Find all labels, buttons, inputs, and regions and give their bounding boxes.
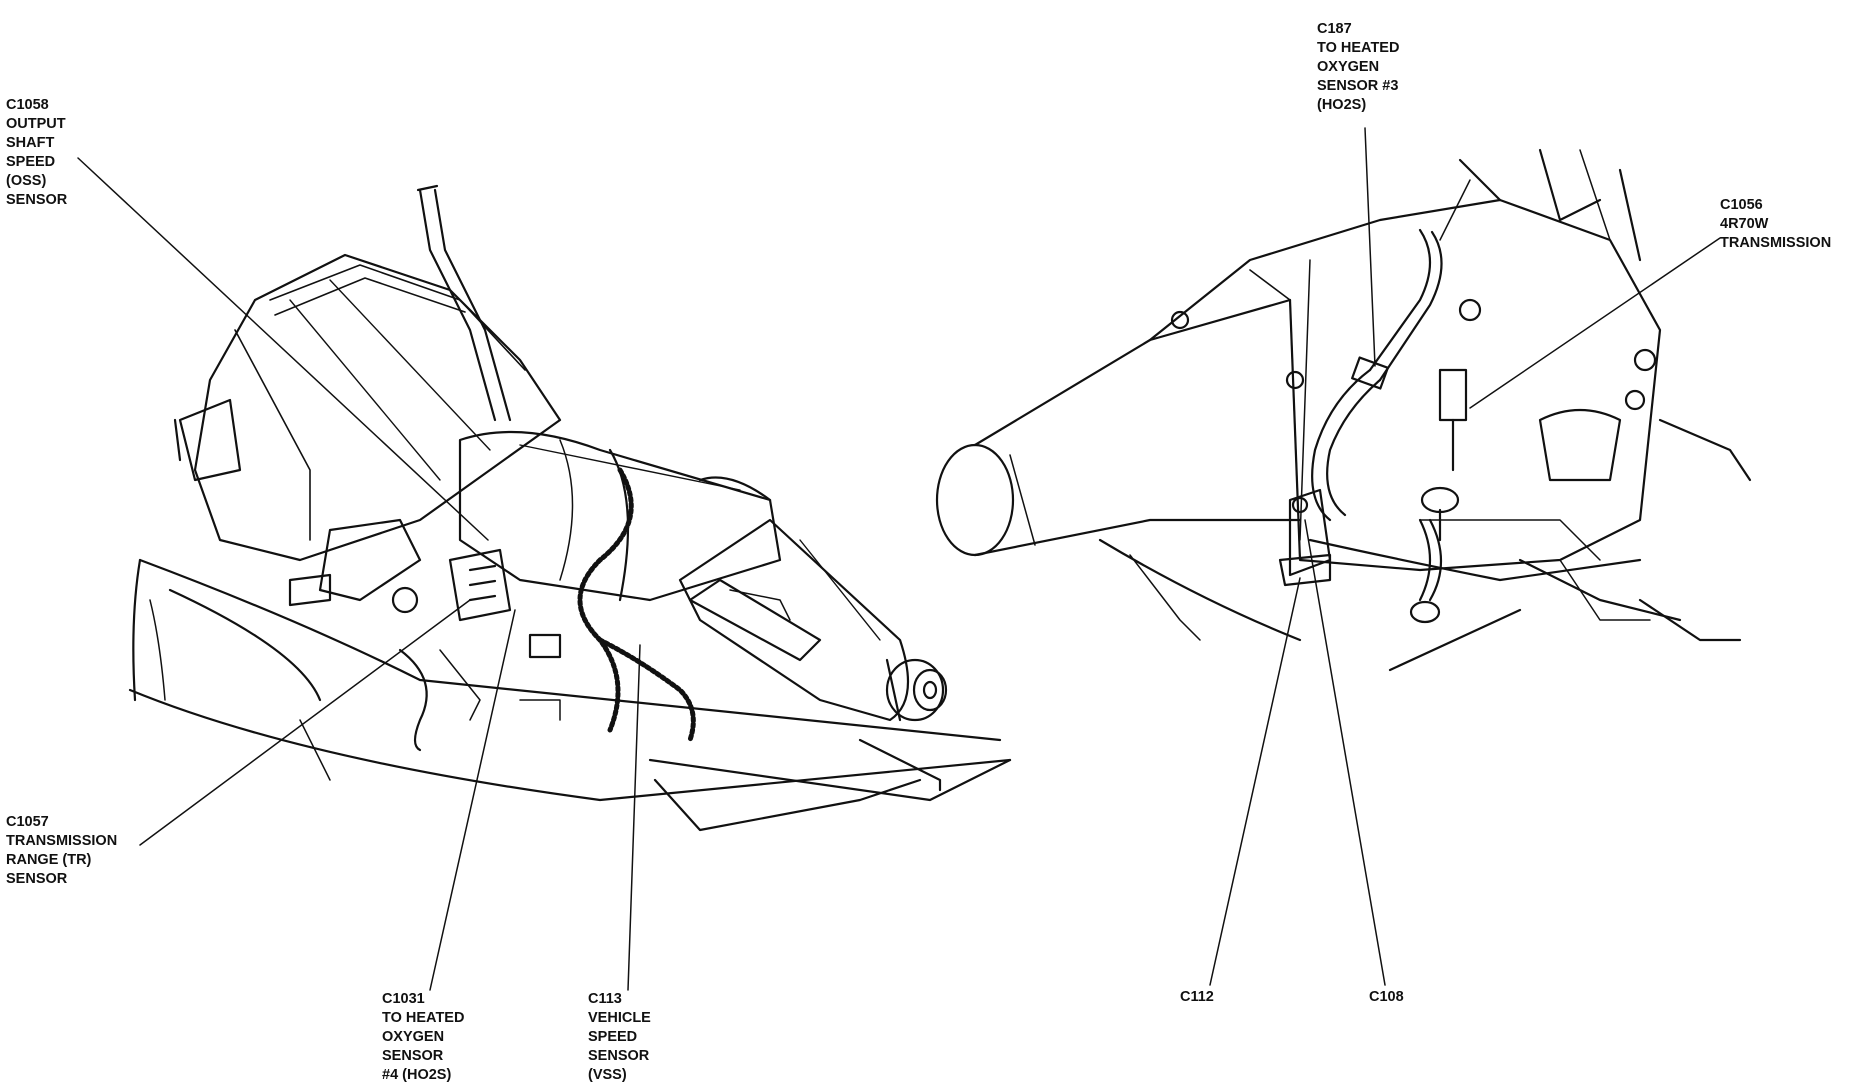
callout-line: #4 (HO2S) bbox=[382, 1067, 452, 1083]
callout-line: (OSS) bbox=[6, 173, 47, 189]
callout-c1057-transmission-range-sensor: C1057 TRANSMISSION RANGE (TR) SENSOR bbox=[6, 813, 117, 889]
callout-c1058-output-shaft-speed-sensor: C1058 OUTPUT SHAFT SPEED (OSS) SENSOR bbox=[6, 96, 67, 210]
callout-line: SENSOR #3 bbox=[1317, 78, 1399, 94]
callout-c187-heated-oxygen-sensor-3: C187 TO HEATED OXYGEN SENSOR #3 (HO2S) bbox=[1317, 20, 1399, 115]
callout-line: RANGE (TR) bbox=[6, 852, 92, 868]
callout-line: C1056 bbox=[1720, 197, 1763, 213]
callout-line: VEHICLE bbox=[588, 1010, 651, 1026]
callout-line: TRANSMISSION bbox=[6, 833, 118, 849]
callout-line: SENSOR bbox=[588, 1048, 650, 1064]
callout-line: OXYGEN bbox=[1317, 59, 1380, 75]
callout-line: TO HEATED bbox=[382, 1010, 465, 1026]
callout-line: C1031 bbox=[382, 991, 425, 1007]
callout-line: C108 bbox=[1369, 989, 1404, 1005]
callout-line: C113 bbox=[588, 991, 622, 1007]
callout-line: OXYGEN bbox=[382, 1029, 445, 1045]
callout-c112: C112 bbox=[1180, 988, 1214, 1007]
callout-c1056-4r70w-transmission: C1056 4R70W TRANSMISSION bbox=[1720, 196, 1831, 253]
callout-line: SPEED bbox=[588, 1029, 638, 1045]
callout-line: TO HEATED bbox=[1317, 40, 1400, 56]
callout-line: SENSOR bbox=[6, 192, 68, 208]
callout-line: (VSS) bbox=[588, 1067, 627, 1083]
callout-line: (HO2S) bbox=[1317, 97, 1367, 113]
right-transmission-drawing bbox=[935, 148, 1752, 672]
callout-line: TRANSMISSION bbox=[1720, 235, 1832, 251]
callout-line: SPEED bbox=[6, 154, 56, 170]
callout-line: SENSOR bbox=[382, 1048, 444, 1064]
callout-line: 4R70W bbox=[1720, 216, 1769, 232]
callout-line: SHAFT bbox=[6, 135, 55, 151]
callout-c113-vehicle-speed-sensor: C113 VEHICLE SPEED SENSOR (VSS) bbox=[588, 990, 651, 1085]
callout-line: C112 bbox=[1180, 989, 1214, 1005]
callout-line: SENSOR bbox=[6, 871, 68, 887]
callout-c1031-heated-oxygen-sensor-4: C1031 TO HEATED OXYGEN SENSOR #4 (HO2S) bbox=[382, 990, 464, 1085]
callout-line: C187 bbox=[1317, 21, 1352, 37]
callout-leader-lines bbox=[77, 127, 1721, 991]
callout-line: OUTPUT bbox=[6, 116, 66, 132]
left-transmission-drawing bbox=[128, 184, 1012, 832]
callout-c108: C108 bbox=[1369, 988, 1404, 1007]
callout-line: C1058 bbox=[6, 97, 49, 113]
callout-line: C1057 bbox=[6, 814, 49, 830]
